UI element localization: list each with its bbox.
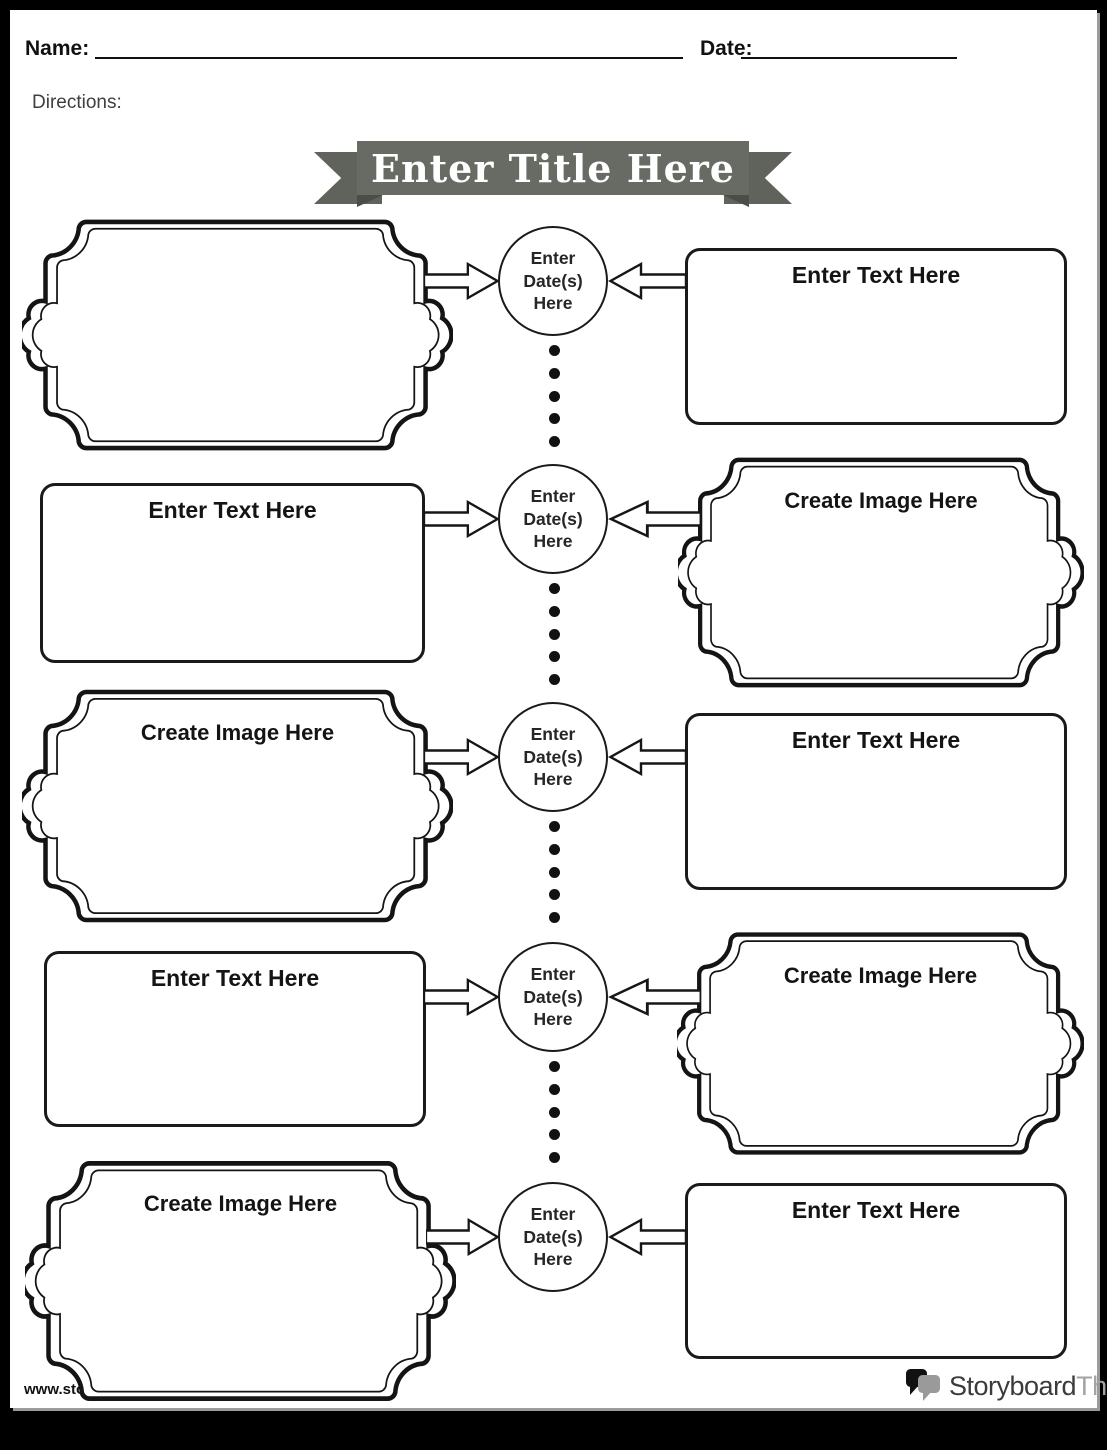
name-line[interactable] (95, 30, 683, 59)
date-label: Date: (700, 37, 753, 60)
image-frame-row4-right[interactable]: Create Image Here (677, 925, 1084, 1162)
text-box-row3-right[interactable]: Enter Text Here (685, 713, 1067, 890)
frame-label: Create Image Here (784, 488, 978, 513)
date-circle[interactable]: Enter Date(s) Here (498, 464, 608, 574)
date-circle[interactable]: Enter Date(s) Here (498, 942, 608, 1052)
text-box-row4-left[interactable]: Enter Text Here (44, 951, 426, 1127)
timeline-dots (548, 1061, 560, 1163)
text-box-row1-right[interactable]: Enter Text Here (685, 248, 1067, 425)
date-circle-label: Enter Date(s) Here (523, 964, 583, 1030)
ornate-frame-icon (677, 925, 1084, 1162)
arrow-left-icon (608, 499, 701, 539)
arrow-right-icon (424, 737, 500, 777)
storyboardthat-logo-icon (906, 1369, 940, 1401)
timeline-dots (548, 583, 560, 685)
logo-text-primary: Storyboard (949, 1370, 1077, 1401)
date-circle-label: Enter Date(s) Here (523, 1204, 583, 1270)
date-circle-label: Enter Date(s) Here (523, 486, 583, 552)
frame-label: Create Image Here (140, 720, 335, 745)
date-line[interactable] (741, 30, 957, 59)
name-label: Name: (25, 37, 90, 60)
arrow-right-icon (424, 261, 500, 301)
text-box-label: Enter Text Here (791, 262, 961, 288)
timeline-dots (548, 821, 560, 923)
text-box-label: Enter Text Here (150, 965, 320, 991)
frame-label: Create Image Here (783, 963, 978, 988)
title-banner[interactable]: Enter Title Here (357, 141, 749, 195)
image-frame-row2-right[interactable]: Create Image Here (678, 450, 1084, 695)
arrow-left-icon (608, 737, 686, 777)
image-frame-row3-left[interactable]: Create Image Here (22, 682, 453, 930)
text-box-label: Enter Text Here (791, 1197, 961, 1223)
image-frame-row5-left[interactable]: Create Image Here (25, 1153, 456, 1409)
arrow-right-icon (424, 977, 500, 1017)
image-frame-row1-left[interactable] (22, 212, 453, 458)
ornate-frame-icon (678, 450, 1084, 695)
text-box-row2-left[interactable]: Enter Text Here (40, 483, 425, 663)
text-box-label: Enter Text Here (791, 727, 961, 753)
text-box-label: Enter Text Here (148, 497, 317, 523)
date-circle-label: Enter Date(s) Here (523, 248, 583, 314)
ornate-frame-icon (22, 212, 453, 458)
arrow-right-icon (424, 499, 500, 539)
timeline-dots (548, 345, 560, 447)
arrow-left-icon (608, 977, 701, 1017)
frame-label: Create Image Here (143, 1191, 338, 1216)
text-box-row5-right[interactable]: Enter Text Here (685, 1183, 1067, 1359)
date-circle[interactable]: Enter Date(s) Here (498, 226, 608, 336)
logo-text: StoryboardThat (949, 1371, 1107, 1402)
date-circle[interactable]: Enter Date(s) Here (498, 1182, 608, 1292)
date-circle-label: Enter Date(s) Here (523, 724, 583, 790)
arrow-left-icon (608, 1217, 686, 1257)
arrow-right-icon (426, 1217, 500, 1257)
date-circle[interactable]: Enter Date(s) Here (498, 702, 608, 812)
logo-text-secondary: That (1076, 1370, 1107, 1401)
storyboardthat-logo: StoryboardThat (905, 1368, 1107, 1404)
arrow-left-icon (608, 261, 686, 301)
title-placeholder[interactable]: Enter Title Here (371, 145, 735, 191)
directions-label: Directions: (32, 92, 122, 113)
